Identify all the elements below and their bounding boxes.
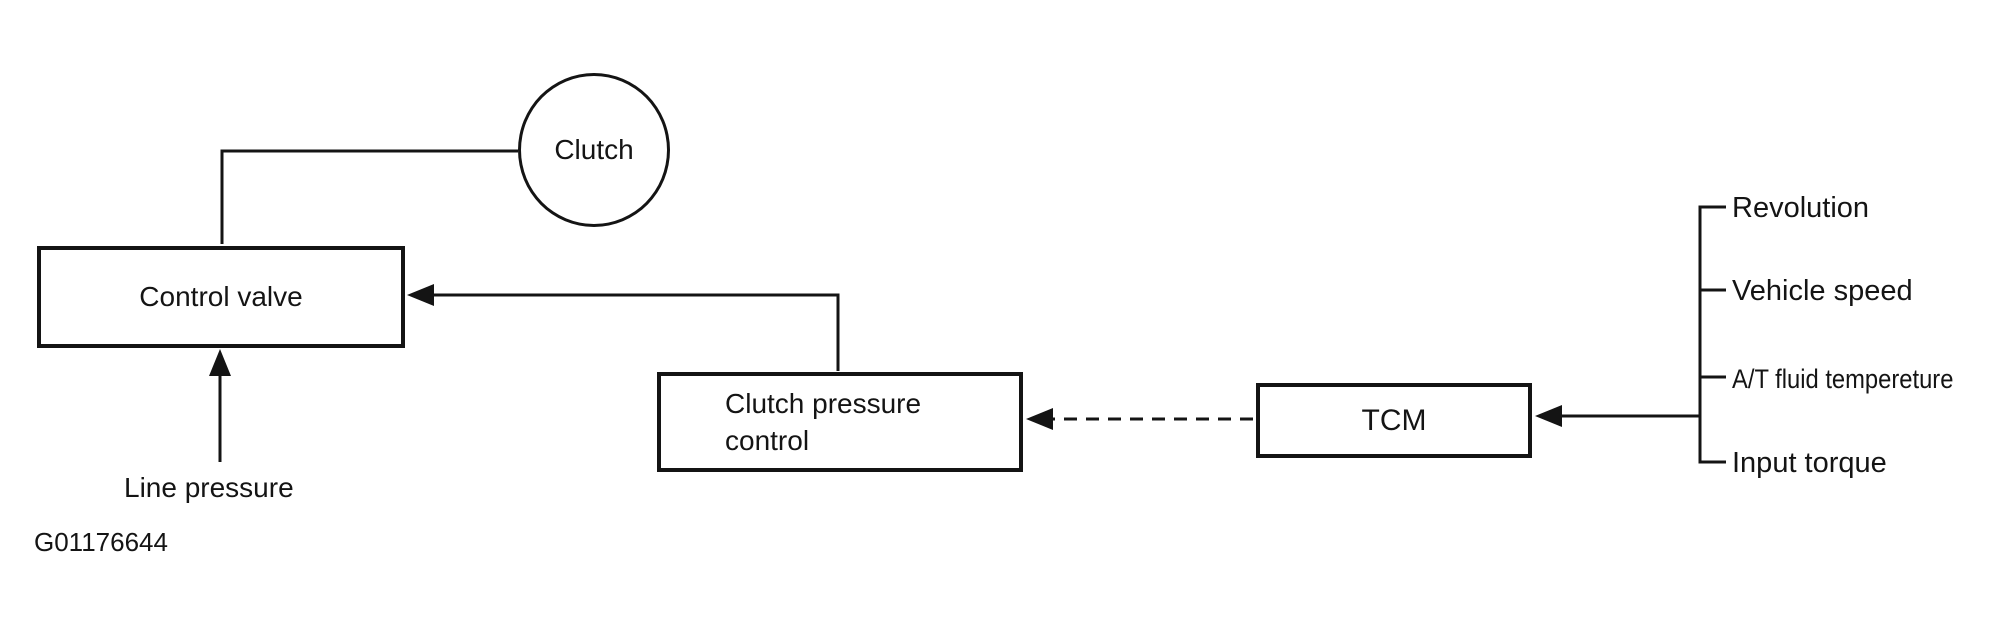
inputs-bracket	[1698, 205, 1726, 464]
arrowhead-left-icon	[407, 284, 434, 306]
arrow-inputs-to-tcm	[1535, 405, 1700, 427]
node-tcm-label: TCM	[1361, 404, 1427, 437]
connector-clutch-to-control-valve	[220, 149, 518, 244]
input-label-vehicle-speed: Vehicle speed	[1732, 275, 1913, 307]
arrowhead-left-icon	[1535, 405, 1562, 427]
input-label-at-fluid-temperature: A/T fluid tempereture	[1732, 364, 1954, 394]
node-clutch: Clutch	[518, 73, 670, 227]
node-clutch-label: Clutch	[554, 133, 634, 165]
node-tcm: TCM	[1256, 383, 1532, 458]
arrowhead-up-icon	[209, 349, 231, 376]
node-clutch-pressure-control: Clutch pressure control	[657, 372, 1023, 472]
arrow-cpc-to-control-valve	[407, 284, 840, 371]
input-label-input-torque: Input torque	[1732, 447, 1887, 479]
node-control-valve: Control valve	[37, 246, 405, 348]
arrow-line-pressure-to-control-valve	[209, 349, 231, 462]
node-clutch-pressure-control-label: Clutch pressure control	[725, 388, 922, 456]
figure-id-label: G01176644	[34, 527, 168, 557]
line-pressure-label: Line pressure	[124, 472, 294, 503]
arrow-tcm-to-cpc-dashed	[1026, 408, 1253, 430]
arrowhead-left-icon	[1026, 408, 1053, 430]
node-control-valve-label: Control valve	[139, 280, 303, 312]
input-label-revolution: Revolution	[1732, 192, 1870, 224]
